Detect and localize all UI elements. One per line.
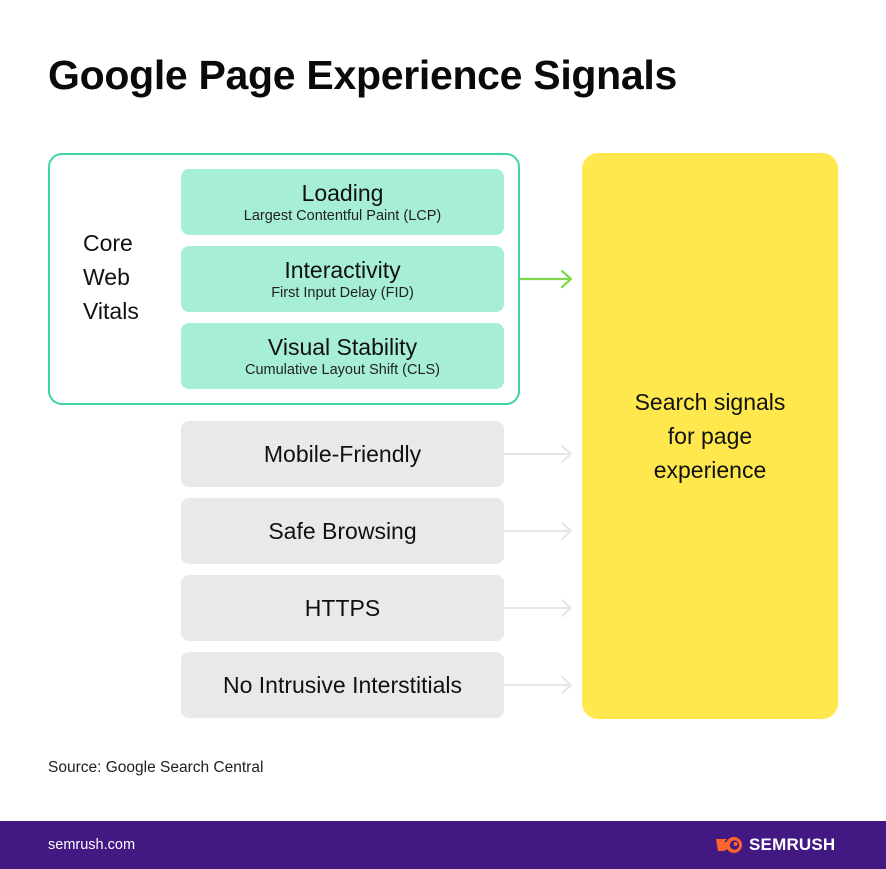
result-line: Search signals [634, 389, 786, 415]
signal-arrow-icon [504, 522, 572, 540]
metric-title: Visual Stability [267, 333, 418, 360]
search-signals-box: Search signals for page experience [582, 153, 838, 719]
metric-subtitle: Largest Contentful Paint (LCP) [243, 207, 442, 224]
signal-label: HTTPS [304, 594, 381, 621]
signal-mobile-friendly: Mobile-Friendly [181, 421, 504, 487]
result-line: experience [653, 457, 767, 483]
metric-subtitle: Cumulative Layout Shift (CLS) [244, 361, 441, 378]
signal-label: Mobile-Friendly [263, 440, 422, 467]
signal-safe-browsing: Safe Browsing [181, 498, 504, 564]
core-web-vitals-label: Core Web Vitals [83, 226, 173, 328]
footer-url: semrush.com [48, 837, 136, 853]
signal-label: No Intrusive Interstitials [222, 671, 463, 698]
page-title: Google Page Experience Signals [48, 52, 678, 98]
signal-label: Safe Browsing [268, 517, 417, 544]
source-note: Source: Google Search Central [48, 759, 264, 776]
footer-bar: semrush.com SEMRUSH [0, 821, 886, 869]
signal-no-intrusive-interstitials: No Intrusive Interstitials [181, 652, 504, 718]
semrush-fireball-icon [716, 837, 742, 853]
cwv-label-line: Vitals [83, 298, 139, 324]
signal-arrow-icon [504, 599, 572, 617]
search-signals-text: Search signals for page experience [635, 385, 786, 487]
metric-interactivity: Interactivity First Input Delay (FID) [181, 246, 504, 312]
metric-title: Interactivity [284, 256, 401, 283]
signal-arrow-icon [504, 676, 572, 694]
metric-subtitle: First Input Delay (FID) [271, 284, 414, 301]
cwv-label-line: Core [83, 230, 133, 256]
signal-arrow-icon [504, 445, 572, 463]
cwv-arrow-icon [520, 269, 573, 289]
brand-name: SEMRUSH [749, 835, 836, 854]
brand-logo: SEMRUSH [715, 834, 835, 856]
signal-https: HTTPS [181, 575, 504, 641]
metric-loading: Loading Largest Contentful Paint (LCP) [181, 169, 504, 235]
result-line: for page [667, 423, 753, 449]
metric-visual-stability: Visual Stability Cumulative Layout Shift… [181, 323, 504, 389]
metric-title: Loading [301, 179, 384, 206]
cwv-label-line: Web [83, 264, 130, 290]
